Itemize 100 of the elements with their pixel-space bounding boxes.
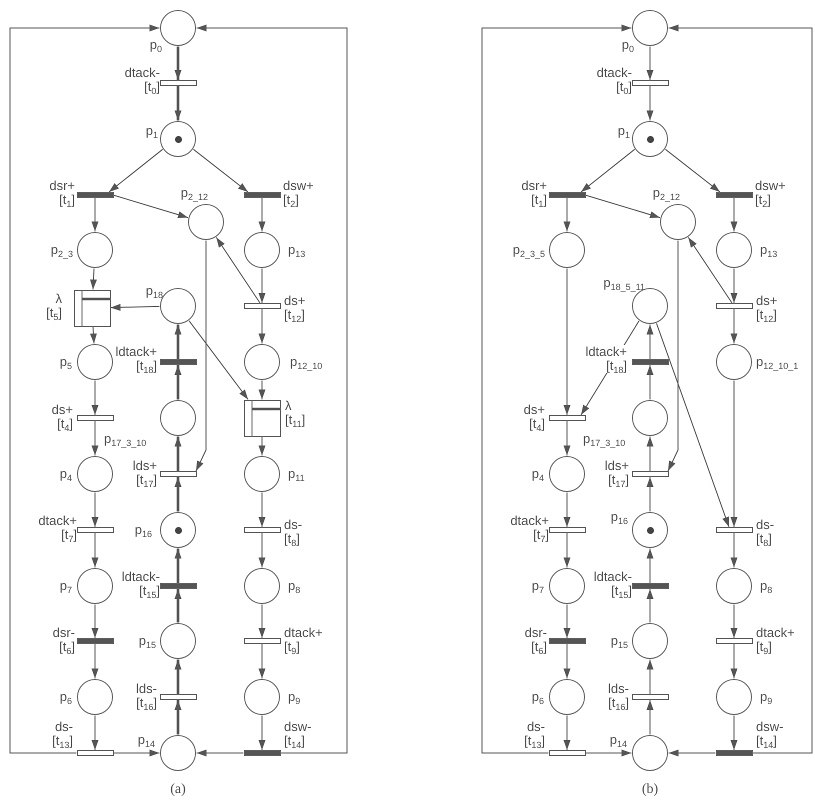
- arc-arrow: [564, 604, 570, 638]
- transition-bar: [548, 638, 586, 644]
- arc-arrow: [646, 436, 654, 472]
- token-dot: [174, 526, 182, 534]
- place-circle: [660, 204, 696, 240]
- transition-label: ds+: [284, 294, 306, 308]
- transition-label: λ: [56, 292, 62, 306]
- arc-arrow: [580, 148, 636, 192]
- arc-arrow: [196, 24, 348, 754]
- place-circle: [244, 679, 280, 715]
- arc-arrow: [174, 660, 182, 694]
- place-label: p$_{15}$: [138, 634, 156, 648]
- transition-bar: [76, 750, 114, 756]
- place-label: p$_{4}$: [60, 467, 72, 481]
- transition-label: [t$_{1}$]: [59, 193, 75, 207]
- place-label: p$_{17_3_10}$: [104, 432, 146, 446]
- transition-label: lds+: [132, 459, 157, 473]
- arc-arrow: [730, 308, 738, 344]
- transition-label: dsr+: [49, 179, 75, 193]
- place-label: p$_{2_12}$: [652, 186, 680, 200]
- transition-label: [t$_{2}$]: [755, 193, 771, 207]
- arc-arrow: [564, 492, 570, 528]
- transition-label: ds+: [52, 403, 73, 417]
- arc-arrow: [110, 304, 160, 311]
- transition-label: [t$_{18}$]: [136, 359, 157, 373]
- transition-bar: [716, 303, 752, 309]
- arc-arrow: [646, 364, 654, 400]
- arc-arrow: [196, 240, 206, 472]
- place-label: p$_{4}$: [532, 467, 544, 481]
- arc-arrow: [584, 194, 660, 218]
- arc-arrow: [216, 236, 260, 304]
- transition-label: [t$_{15}$]: [139, 584, 160, 598]
- panel-caption: (a): [169, 782, 187, 798]
- place-label: p$_{12_10}$: [290, 355, 322, 369]
- arc-arrow: [90, 268, 97, 290]
- transition-label: ds+: [756, 294, 778, 308]
- place-label: p$_{16}$: [134, 523, 152, 537]
- place-label: p$_{9}$: [288, 690, 300, 704]
- arc-arrow: [646, 700, 654, 735]
- place-label: p$_{14}$: [610, 733, 627, 747]
- arc-arrow: [258, 380, 266, 400]
- token-dot: [646, 136, 654, 142]
- transition-label: dtack-: [124, 66, 160, 80]
- transition-label: [t$_{18}$]: [605, 359, 628, 373]
- arc-arrow: [174, 548, 182, 583]
- place-label: p$_{6}$: [532, 690, 544, 704]
- transition-label: dsw+: [283, 179, 314, 193]
- transition-label: [t$_{1}$]: [531, 193, 547, 207]
- arc-arrow: [564, 420, 570, 456]
- arc-arrow: [174, 365, 182, 400]
- place-circle: [549, 232, 585, 268]
- place-circle: [160, 512, 196, 548]
- transition-label: dtack+: [284, 626, 323, 640]
- arc-arrow: [646, 324, 654, 360]
- arc-arrow: [585, 750, 632, 756]
- place-circle: [716, 344, 752, 380]
- place-label: p$_{9}$: [760, 690, 772, 704]
- arc-arrow: [258, 436, 266, 456]
- arc-arrow: [564, 532, 570, 568]
- place-circle: [244, 344, 280, 380]
- arc-arrow: [688, 236, 732, 304]
- place-circle: [716, 568, 752, 604]
- place-label: p$_{2_3}$: [50, 243, 73, 257]
- place-circle: [632, 623, 668, 659]
- transition-label: dtack+: [510, 514, 549, 528]
- transition-label: [t$_{4}$]: [57, 417, 73, 431]
- transition-label: lds-: [608, 682, 629, 696]
- arc-arrow: [90, 326, 97, 344]
- transition-bar: [548, 192, 586, 198]
- transition-label: dsr+: [521, 179, 547, 193]
- place-circle: [77, 344, 113, 380]
- arc-arrow: [668, 750, 716, 756]
- arc-arrow: [730, 268, 738, 304]
- arc-arrow: [646, 588, 654, 623]
- place-circle: [632, 400, 668, 436]
- arc-arrow: [196, 750, 244, 756]
- place-label: p$_{0}$: [150, 38, 162, 52]
- place-label: p$_{7}$: [60, 579, 72, 593]
- timed-transition-box: [74, 290, 110, 326]
- place-label: p$_{2_3_5}$: [512, 243, 545, 257]
- place-circle: [716, 679, 752, 715]
- transition-label: [t$_{2}$]: [283, 193, 299, 207]
- transition-bar: [632, 583, 668, 589]
- place-label: p$_{2_12}$: [180, 186, 208, 200]
- arc-arrow: [108, 148, 164, 192]
- arc-arrow: [113, 750, 160, 756]
- place-circle: [632, 121, 668, 157]
- transition-bar: [716, 750, 752, 756]
- arc-arrow: [174, 477, 182, 512]
- place-circle: [160, 400, 196, 436]
- arc-arrow: [92, 492, 98, 528]
- arc-arrow: [730, 380, 738, 528]
- transition-label: [t$_{12}$]: [284, 308, 305, 322]
- transition-label: dtack+: [756, 626, 795, 640]
- transition-bar: [76, 638, 114, 644]
- transition-label: dsw-: [756, 720, 784, 734]
- transition-label: ldtack+: [584, 345, 628, 359]
- place-label: p$_{5}$: [60, 355, 72, 369]
- place-label: p$_{1}$: [618, 124, 630, 138]
- transition-label: dsr-: [52, 626, 75, 640]
